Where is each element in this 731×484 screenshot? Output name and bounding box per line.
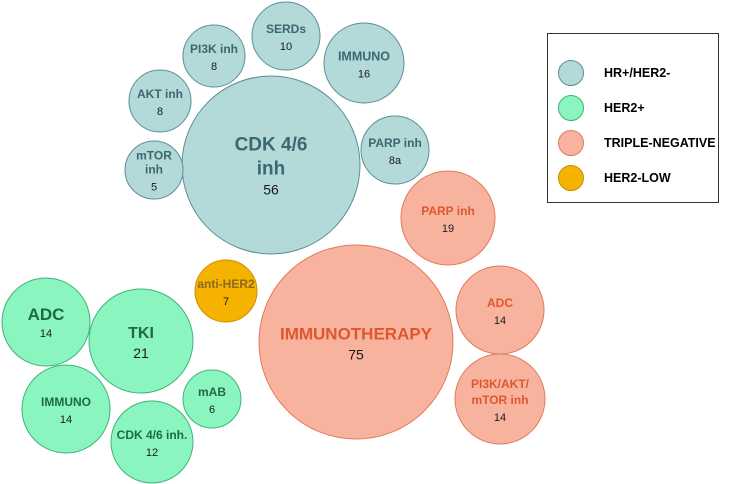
- legend-swatch-icon: [558, 165, 584, 191]
- bubble-her2-pos-immuno: [21, 364, 111, 454]
- legend-label: TRIPLE-NEGATIVE: [604, 136, 716, 150]
- bubble-her2-pos-mab: [182, 369, 242, 429]
- bubble-her2-pos-cdk-4-6-inh: [110, 400, 194, 484]
- bubble-triple-negative-parp-inh: [400, 170, 496, 266]
- bubble-label-her2-pos-tki: TKI: [128, 325, 154, 342]
- bubble-label-her2-pos-immuno: IMMUNO: [41, 395, 91, 409]
- legend-entry-her2-low: HER2-LOW: [558, 163, 671, 193]
- bubble-her2-pos-adc: [1, 277, 91, 367]
- bubble-label-hr-pos-pi3k-inh: PI3K inh: [190, 42, 238, 56]
- bubble-value-hr-pos-akt-inh: 8: [157, 106, 163, 118]
- bubble-triple-negative-immunotherapy: [258, 244, 454, 440]
- bubble-label-triple-negative-immunotherapy: IMMUNOTHERAPY: [280, 324, 433, 343]
- bubble-value-hr-pos-cdk-4-6-inh: 56: [263, 182, 279, 198]
- bubble-label-triple-negative-adc: ADC: [487, 296, 513, 310]
- bubble-hr-pos-pi3k-inh: [182, 24, 246, 88]
- bubble-value-her2-low-anti-her2: 7: [223, 296, 229, 308]
- legend-swatch-icon: [558, 60, 584, 86]
- bubble-label-hr-pos-akt-inh: AKT inh: [137, 87, 183, 101]
- bubble-value-hr-pos-pi3k-inh: 8: [211, 61, 217, 73]
- legend-swatch-icon: [558, 130, 584, 156]
- bubble-label-her2-pos-cdk-4-6-inh: CDK 4/6 inh.: [117, 428, 188, 442]
- bubble-value-triple-negative-pi3k-akt-mtor-inh: 14: [494, 412, 506, 424]
- bubble-label-her2-pos-adc: ADC: [28, 305, 65, 324]
- bubble-label-her2-low-anti-her2: anti-HER2: [197, 277, 255, 291]
- legend-entry-her2-pos: HER2+: [558, 93, 645, 123]
- bubble-value-triple-negative-immunotherapy: 75: [348, 346, 364, 362]
- legend-label: HR+/HER2-: [604, 66, 671, 80]
- bubble-label-hr-pos-mtor-inh: mTOR: [136, 148, 172, 162]
- bubble-label-hr-pos-serds: SERDs: [266, 22, 306, 36]
- legend-entry-triple-negative: TRIPLE-NEGATIVE: [558, 128, 716, 158]
- legend-swatch-icon: [558, 95, 584, 121]
- bubble-value-hr-pos-parp-inh: 8a: [389, 155, 402, 167]
- legend-label: HER2-LOW: [604, 171, 671, 185]
- bubble-triple-negative-pi3k-akt-mtor-inh: [454, 353, 546, 445]
- bubble-value-hr-pos-immuno: 16: [358, 68, 370, 80]
- bubble-value-triple-negative-parp-inh: 19: [442, 223, 454, 235]
- bubble-value-hr-pos-mtor-inh: 5: [151, 181, 157, 193]
- bubble-label-hr-pos-mtor-inh: inh: [145, 162, 163, 176]
- bubble-label-her2-pos-mab: mAB: [198, 385, 226, 399]
- bubble-value-her2-pos-tki: 21: [133, 345, 149, 361]
- bubble-label-triple-negative-pi3k-akt-mtor-inh: PI3K/AKT/: [471, 377, 530, 391]
- bubble-label-hr-pos-parp-inh: PARP inh: [368, 136, 422, 150]
- bubble-label-triple-negative-parp-inh: PARP inh: [421, 204, 475, 218]
- bubble-value-her2-pos-mab: 6: [209, 404, 215, 416]
- bubble-value-her2-pos-immuno: 14: [60, 414, 72, 426]
- bubble-triple-negative-adc: [455, 265, 545, 355]
- bubble-label-hr-pos-cdk-4-6-inh: CDK 4/6: [235, 135, 308, 156]
- bubble-label-hr-pos-immuno: IMMUNO: [338, 49, 390, 63]
- bubble-value-hr-pos-serds: 10: [280, 41, 292, 53]
- legend-entry-hr-pos: HR+/HER2-: [558, 58, 670, 88]
- bubble-hr-pos-akt-inh: [128, 69, 192, 133]
- bubble-value-her2-pos-cdk-4-6-inh: 12: [146, 447, 158, 459]
- bubble-hr-pos-serds: [251, 1, 321, 71]
- bubble-hr-pos-mtor-inh: [124, 140, 184, 200]
- bubble-label-hr-pos-cdk-4-6-inh: inh: [257, 159, 286, 180]
- bubble-value-her2-pos-adc: 14: [40, 328, 52, 340]
- bubble-hr-pos-immuno: [323, 22, 405, 104]
- bubble-value-triple-negative-adc: 14: [494, 315, 506, 327]
- bubble-her2-pos-tki: [88, 288, 194, 394]
- bubble-hr-pos-parp-inh: [360, 115, 430, 185]
- bubble-her2-low-anti-her2: [194, 259, 258, 323]
- legend-label: HER2+: [604, 101, 645, 115]
- bubble-label-triple-negative-pi3k-akt-mtor-inh: mTOR inh: [471, 393, 528, 407]
- legend: HR+/HER2- HER2+ TRIPLE-NEGATIVE HER2-LOW: [547, 33, 719, 203]
